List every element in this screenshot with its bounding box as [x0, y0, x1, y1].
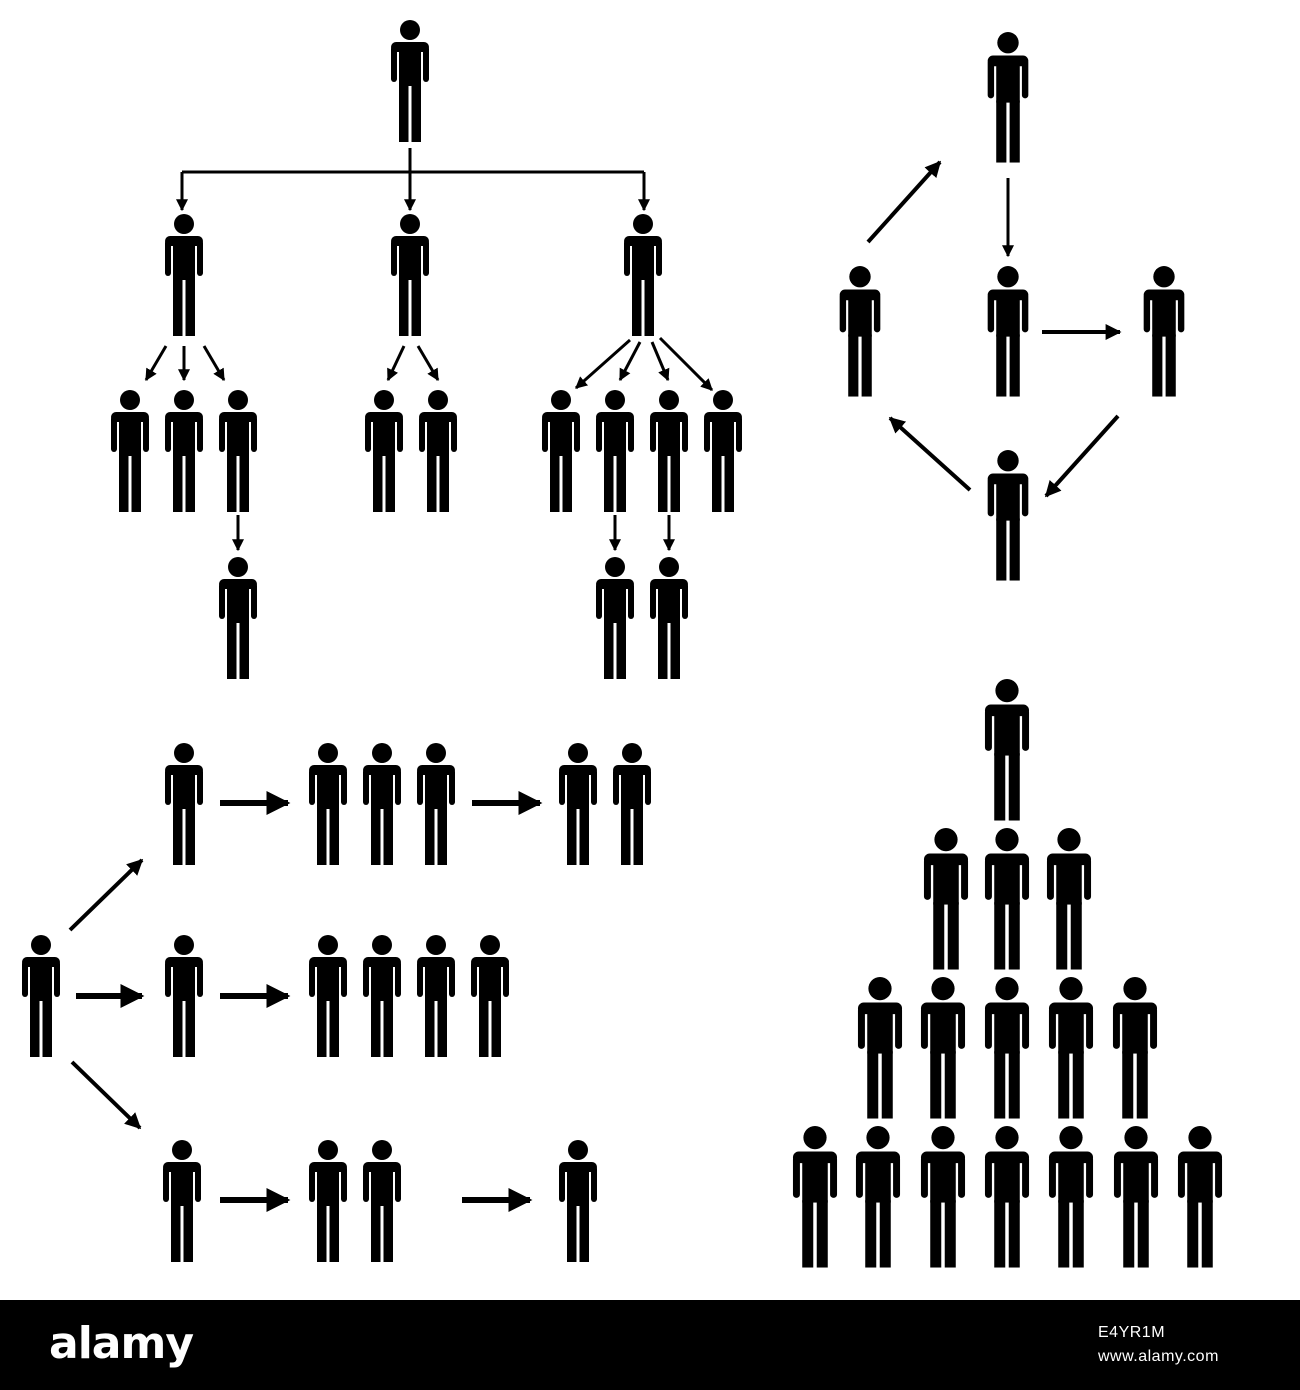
pyramid-person [1046, 828, 1092, 970]
cycle-arrow [888, 416, 972, 492]
tree-arrow [202, 345, 226, 382]
pyramid-person [1048, 977, 1094, 1119]
cycle-right-person [1143, 266, 1185, 397]
cycle-top-person [987, 32, 1029, 163]
pyramid-person [855, 1126, 901, 1268]
cycle-left-person [839, 266, 881, 397]
pyramid-person [984, 828, 1030, 970]
cycle-bottom-person [987, 450, 1029, 581]
flow-arrow [68, 858, 144, 932]
tree-level2-person [596, 390, 634, 512]
tree-arrow [618, 341, 642, 382]
tree-arrow [650, 341, 670, 382]
tree-level2-person [219, 390, 257, 512]
pyramid-person [920, 977, 966, 1119]
pyramid-person [920, 1126, 966, 1268]
flow-person [417, 743, 455, 865]
tree-level1-person [624, 214, 662, 336]
tree-arrow [658, 336, 714, 392]
tree-level3-person [650, 557, 688, 679]
cycle-center-person [987, 266, 1029, 397]
cycle-arrow [1044, 414, 1120, 498]
pyramid-person [1113, 1126, 1159, 1268]
pyramid-person [792, 1126, 838, 1268]
pyramid-person [1048, 1126, 1094, 1268]
flow-person [363, 1140, 401, 1262]
pyramid-person [1112, 977, 1158, 1119]
flow-arrow [70, 1060, 142, 1130]
tree-arrow [416, 345, 440, 382]
tree-connector [182, 148, 644, 174]
tree-level2-person [165, 390, 203, 512]
tree-level2-person [365, 390, 403, 512]
tree-level2-person [542, 390, 580, 512]
flow-person [165, 743, 203, 865]
pyramid-person [984, 977, 1030, 1119]
tree-level2-person [704, 390, 742, 512]
flow-person [559, 743, 597, 865]
flow-person [309, 935, 347, 1057]
tree-root-person [391, 20, 429, 142]
tree-level3-person [596, 557, 634, 679]
flow-person [559, 1140, 597, 1262]
cycle-arrow [866, 160, 942, 244]
flow-person [417, 935, 455, 1057]
tree-level2-person [419, 390, 457, 512]
flow-person [163, 1140, 201, 1262]
flow-person [363, 743, 401, 865]
pyramid-person [857, 977, 903, 1119]
brand-logo[interactable]: alamy [49, 1318, 194, 1369]
tree-level1-person [391, 214, 429, 336]
pyramid-person [984, 1126, 1030, 1268]
tree-arrow [575, 338, 631, 390]
image-id: E4YR1M [1098, 1324, 1166, 1341]
pyramid-person [1177, 1126, 1223, 1268]
pyramid-person [923, 828, 969, 970]
tree-level3-person [219, 557, 257, 679]
flow-person [309, 1140, 347, 1262]
flow-person [471, 935, 509, 1057]
site-url[interactable]: www.alamy.com [1098, 1348, 1219, 1365]
flow-person [309, 743, 347, 865]
diagram-canvas [22, 20, 1223, 1268]
footer-bar: alamy E4YR1M www.alamy.com [0, 1300, 1300, 1390]
tree-arrow [386, 345, 406, 382]
tree-level2-person [650, 390, 688, 512]
flow-person [613, 743, 651, 865]
tree-level1-person [165, 214, 203, 336]
flow-person [165, 935, 203, 1057]
tree-arrow [144, 345, 168, 382]
pyramid-top-person [984, 679, 1030, 821]
flow-person [363, 935, 401, 1057]
flow-source-person [22, 935, 60, 1057]
tree-level2-person [111, 390, 149, 512]
